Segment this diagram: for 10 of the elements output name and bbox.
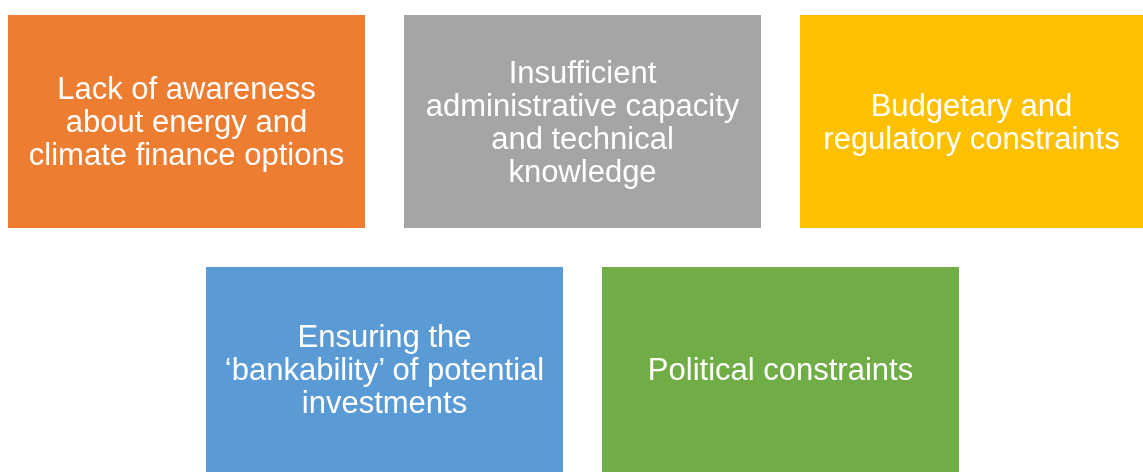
box-label: Ensuring the ‘bankability’ of potential investments: [223, 320, 546, 419]
category-box: [8, 15, 365, 228]
category-box: [602, 267, 959, 472]
category-box: [206, 267, 563, 472]
box-label: Political constraints: [647, 353, 914, 386]
category-box: [404, 15, 761, 228]
box-label: Budgetary and regulatory constraints: [822, 88, 1121, 155]
category-box: [800, 15, 1143, 228]
box-label: Insufficient administrative capacity and technical knowledge: [424, 55, 741, 188]
box-label: Lack of awareness about energy and climate finance options: [27, 72, 346, 171]
